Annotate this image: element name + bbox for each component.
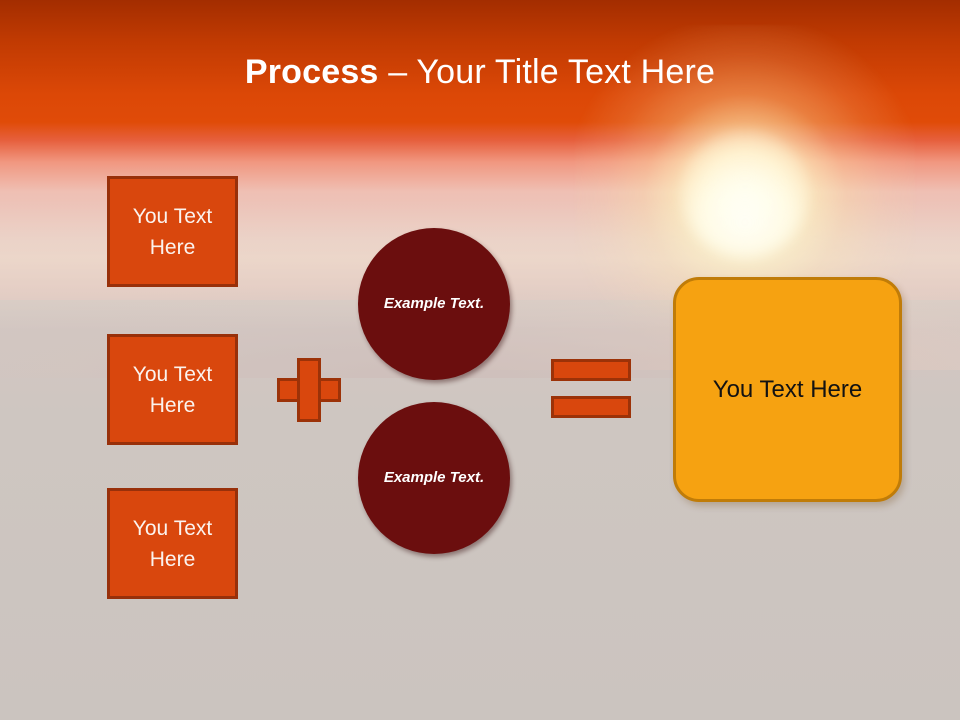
process-circle-2[interactable]: Example Text. — [358, 402, 510, 554]
plus-icon-center-fill — [300, 381, 318, 399]
page-title: Process – Your Title Text Here — [0, 50, 960, 94]
process-circle-1[interactable]: Example Text. — [358, 228, 510, 380]
title-separator: – — [378, 53, 417, 91]
process-circle-1-label: Example Text. — [383, 295, 485, 312]
title-remainder: Your Title Text Here — [416, 53, 716, 91]
source-box-3-label: You Text Here — [132, 516, 213, 571]
equals-icon-bottom-bar — [551, 396, 631, 418]
plus-icon — [277, 358, 341, 422]
equals-icon-top-bar — [551, 359, 631, 381]
process-circle-2-label: Example Text. — [383, 469, 485, 486]
title-bold-part: Process — [244, 53, 379, 91]
result-box-label: You Text Here — [712, 375, 863, 403]
source-box-1-label: You Text Here — [132, 204, 213, 259]
sun-icon — [683, 133, 807, 257]
source-box-2[interactable]: You Text Here — [107, 334, 238, 445]
equals-icon — [551, 359, 631, 421]
source-box-1[interactable]: You Text Here — [107, 176, 238, 287]
source-box-2-label: You Text Here — [132, 362, 213, 417]
result-box[interactable]: You Text Here — [673, 277, 902, 502]
source-box-3[interactable]: You Text Here — [107, 488, 238, 599]
